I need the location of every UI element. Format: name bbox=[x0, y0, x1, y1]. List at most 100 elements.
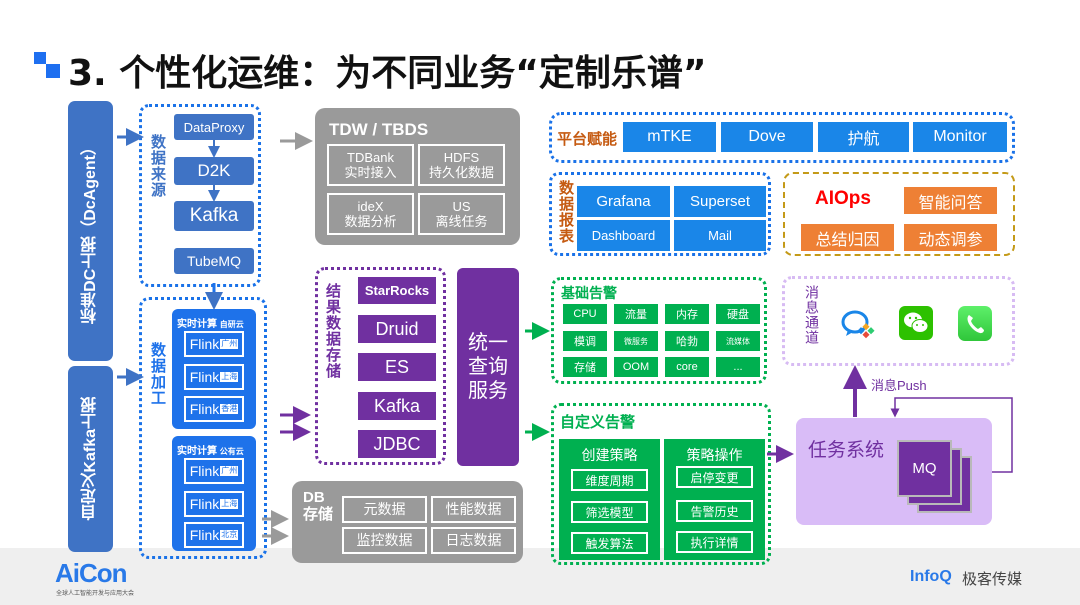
dc-report-bar: 标准DC上报（DcAgent） bbox=[68, 101, 113, 361]
strategy-ops-item: 告警历史 bbox=[676, 500, 753, 522]
dataproxy-box: DataProxy bbox=[174, 114, 254, 140]
kafka-source-box: Kafka bbox=[174, 201, 254, 231]
wechat-icon[interactable] bbox=[899, 306, 933, 340]
title-accent-square bbox=[34, 52, 46, 64]
task-system-title: 任务系统 bbox=[808, 440, 885, 461]
custom-alert-group bbox=[551, 403, 771, 565]
platform-item-mtke: mTKE bbox=[623, 122, 716, 152]
message-push-label: 消息Push bbox=[871, 378, 927, 393]
platform-item-huhang: 护航 bbox=[818, 122, 909, 152]
create-strategy-title: 创建策略 bbox=[581, 447, 638, 463]
data-processing-group bbox=[139, 297, 267, 559]
data-source-group bbox=[139, 104, 261, 287]
d2k-box: D2K bbox=[174, 157, 254, 185]
query-service-box: 统一查询服务 bbox=[457, 268, 519, 466]
db-storage-block: DB 存储 元数据 性能数据 监控数据 日志数据 bbox=[292, 481, 523, 563]
basic-alert-item: 微服务 bbox=[614, 331, 658, 351]
basic-alert-item: CPU bbox=[563, 304, 607, 324]
arrow-task-loop bbox=[890, 397, 1013, 473]
create-strategy-item: 维度周期 bbox=[571, 469, 648, 491]
starrocks-box: StarRocks bbox=[358, 277, 436, 304]
aiops-item-qa: 智能问答 bbox=[904, 187, 997, 214]
tdw-title: TDW / TBDS bbox=[329, 120, 429, 139]
aiops-item-summary: 总结归因 bbox=[801, 224, 894, 251]
basic-alert-item: core bbox=[665, 357, 709, 377]
basic-alert-item: 内存 bbox=[665, 304, 709, 324]
strategy-ops-panel: 策略操作 启停变更 告警历史 执行详情 bbox=[664, 439, 765, 560]
basic-alert-item: 模调 bbox=[563, 331, 607, 351]
db-storage-title: DB 存储 bbox=[303, 489, 334, 523]
basic-alert-item: 哈勃 bbox=[665, 331, 709, 351]
basic-alert-item: ... bbox=[716, 357, 760, 377]
platform-item-dove: Dove bbox=[721, 122, 813, 152]
aiops-group bbox=[783, 172, 1015, 256]
strategy-ops-item: 执行详情 bbox=[676, 531, 753, 553]
title-accent-square bbox=[46, 64, 60, 78]
es-box: ES bbox=[358, 353, 436, 381]
message-channel-group bbox=[782, 276, 1015, 366]
result-storage-label: 结果数据存储 bbox=[324, 283, 341, 379]
platform-label: 平台赋能 bbox=[557, 131, 618, 148]
data-processing-label: 数据加工 bbox=[149, 342, 166, 406]
kafka-storage-box: Kafka bbox=[358, 392, 436, 420]
mq-box: MQ bbox=[897, 440, 952, 497]
create-strategy-item: 筛选模型 bbox=[571, 501, 648, 523]
geek-media-text: 极客传媒 bbox=[962, 571, 1023, 588]
kafka-report-bar: 自定义Kafka上报 bbox=[68, 366, 113, 552]
task-system-block: 任务系统 MQ bbox=[796, 418, 992, 525]
druid-box: Druid bbox=[358, 315, 436, 343]
create-strategy-panel: 创建策略 维度周期 筛选模型 触发算法 bbox=[559, 439, 660, 560]
strategy-ops-title: 策略操作 bbox=[686, 447, 743, 463]
report-item-dashboard: Dashboard bbox=[577, 220, 670, 251]
aiops-title: AIOps bbox=[815, 188, 871, 209]
result-storage-group bbox=[315, 267, 446, 465]
report-item-superset: Superset bbox=[674, 186, 766, 217]
flink-group-header: 实时计算 自研云 bbox=[177, 319, 244, 330]
db-cell: 性能数据 bbox=[431, 496, 516, 523]
infoq-logo: InfoQ bbox=[910, 568, 952, 585]
aicon-logo: AiCon bbox=[55, 558, 128, 588]
report-item-grafana: Grafana bbox=[577, 186, 670, 217]
aiops-item-tuning: 动态调参 bbox=[904, 224, 997, 251]
aicon-subtitle: 全球人工智能开发与应用大会 bbox=[56, 591, 135, 597]
db-cell: 日志数据 bbox=[431, 527, 516, 554]
page-title: 3. 个性化运维：为不同业务“定制乐谱” bbox=[68, 53, 707, 94]
platform-group bbox=[549, 112, 1015, 163]
tubemq-box: TubeMQ bbox=[174, 248, 254, 274]
data-source-label: 数据来源 bbox=[149, 134, 166, 198]
message-channel-label: 消息通道 bbox=[804, 285, 820, 345]
platform-item-monitor: Monitor bbox=[913, 122, 1007, 152]
basic-alert-label: 基础告警 bbox=[561, 285, 617, 301]
reports-label: 数据报表 bbox=[557, 180, 574, 244]
report-item-mail: Mail bbox=[674, 220, 766, 251]
phone-icon[interactable] bbox=[958, 306, 992, 341]
strategy-ops-item: 启停变更 bbox=[676, 466, 753, 488]
basic-alert-item: 硬盘 bbox=[716, 304, 760, 324]
custom-alert-label: 自定义告警 bbox=[560, 414, 636, 431]
flink-group-header: 实时计算 公有云 bbox=[177, 446, 244, 457]
basic-alert-item: 存储 bbox=[563, 357, 607, 377]
create-strategy-item: 触发算法 bbox=[571, 532, 648, 554]
db-cell: 监控数据 bbox=[342, 527, 427, 554]
basic-alert-item: OOM bbox=[614, 357, 658, 377]
basic-alert-item: 流量 bbox=[614, 304, 658, 324]
basic-alert-group bbox=[551, 277, 767, 384]
jdbc-box: JDBC bbox=[358, 430, 436, 458]
db-cell: 元数据 bbox=[342, 496, 427, 523]
basic-alert-item: 流媒体 bbox=[716, 331, 760, 351]
wecom-icon[interactable] bbox=[840, 308, 878, 340]
